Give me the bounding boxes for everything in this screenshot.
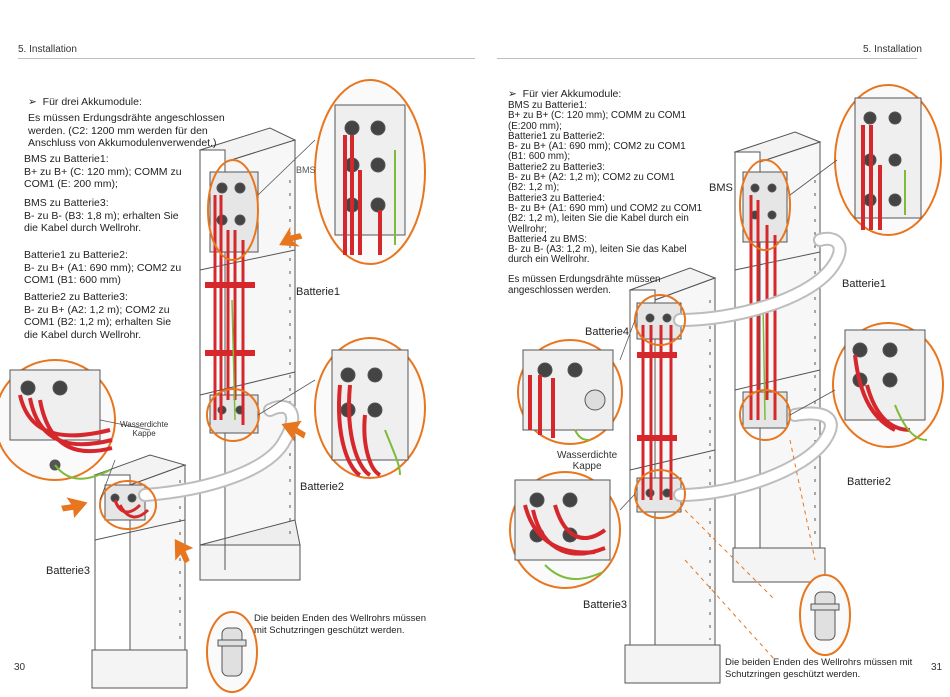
label-battery4: Batterie4 xyxy=(585,326,630,338)
page-right: 5. Installation ➢ Für vier Akkumodule: B… xyxy=(475,0,950,697)
grounding-intro: Es müssen Erdungsdrähte angeschlossen we… xyxy=(28,112,225,149)
page-number-left: 30 xyxy=(14,662,26,673)
bullet-title: Für drei Akkumodule: xyxy=(42,96,142,108)
label-waterproof-cap: Wasserdichte Kappe xyxy=(120,420,169,438)
page-number-right: 31 xyxy=(931,662,943,673)
ground-wire-tower xyxy=(231,299,236,421)
label-bms: BMS xyxy=(709,182,733,194)
direction-arrows-left xyxy=(61,226,306,564)
section-header: 5. Installation xyxy=(18,44,77,55)
installation-diagram-four-modules xyxy=(509,84,944,684)
label-bms: BMS xyxy=(296,165,316,175)
label-battery1: Batterie1 xyxy=(296,286,341,298)
bullet-three-modules: ➢ Für drei Akkumodule: xyxy=(28,96,142,108)
header-rule xyxy=(497,58,917,59)
conduit-caption: Die beiden Enden des Wellrohrs müssen mi… xyxy=(725,657,913,680)
bullet-four-modules: ➢ Für vier Akkumodule: xyxy=(508,88,621,100)
zoom-conduit-ring xyxy=(217,627,247,677)
instruction-battery2-battery3: Batterie2 zu Batterie3: B- zu B+ (A2: 1,… xyxy=(24,291,172,341)
section-header: 5. Installation xyxy=(863,44,922,55)
tower-bms-battery1-2 xyxy=(732,131,826,583)
instruction-bms-battery3: BMS zu Batterie3: B- zu B- (B3: 1,8 m); … xyxy=(24,197,179,234)
label-battery3: Batterie3 xyxy=(46,565,91,577)
label-waterproof-cap: Wasserdichte Kappe xyxy=(557,450,618,472)
installation-diagram-three-modules xyxy=(0,79,426,693)
bullet-arrow-icon: ➢ xyxy=(28,96,37,108)
label-battery2: Batterie2 xyxy=(847,476,892,488)
bullet-title: Für vier Akkumodule: xyxy=(522,88,622,100)
instruction-bms-battery1: BMS zu Batterie1: B+ zu B+ (C: 120 mm); … xyxy=(24,153,182,190)
header-rule xyxy=(18,58,475,59)
label-battery3: Batterie3 xyxy=(583,599,628,611)
label-battery1: Batterie1 xyxy=(842,278,887,290)
cables-battery3 xyxy=(113,499,150,519)
label-battery2: Batterie2 xyxy=(300,481,345,493)
bullet-arrow-icon: ➢ xyxy=(508,88,517,100)
leader-lines-left xyxy=(99,139,316,501)
unit-battery3 xyxy=(91,454,188,689)
instruction-battery1-battery2: Batterie1 zu Batterie2: B- zu B+ (A1: 69… xyxy=(24,249,182,286)
page-left: 5. Installation ➢ Für drei Akkumodule: E… xyxy=(0,44,475,693)
cable-clips xyxy=(205,282,255,356)
conduit-caption: Die beiden Enden des Wellrohrs müssen mi… xyxy=(254,613,426,636)
instruction-list-four-modules: BMS zu Batterie1: B+ zu B+ (C: 120 mm); … xyxy=(508,100,703,266)
grounding-note: Es müssen Erdungsdrähte müssen angeschlo… xyxy=(508,274,661,296)
